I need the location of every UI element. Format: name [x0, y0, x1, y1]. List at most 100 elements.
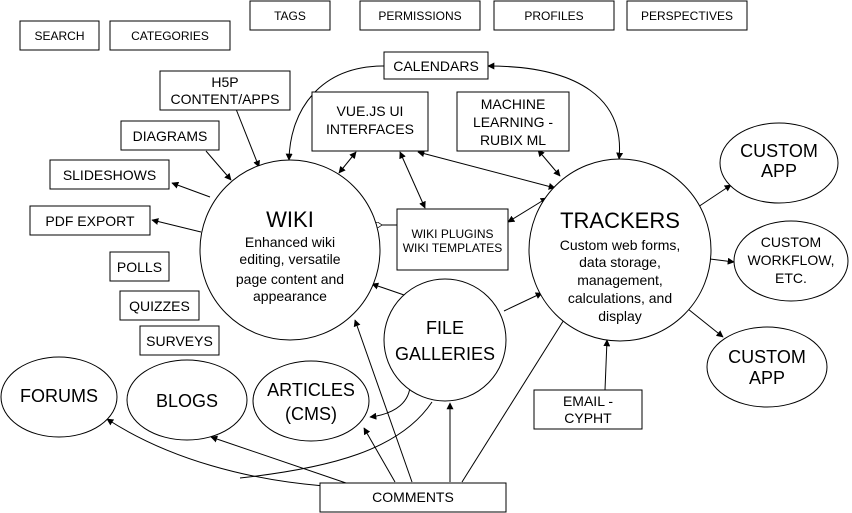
edge-files-trackers [503, 292, 543, 312]
node-trackers-desc-3: management, [577, 272, 663, 288]
node-surveys-label: SURVEYS [146, 333, 213, 349]
node-blogs-label: BLOGS [156, 391, 218, 411]
edge-comments-trackers [461, 314, 568, 483]
node-email-line-1: EMAIL - [563, 393, 613, 409]
node-h5p: H5P CONTENT/APPS [159, 70, 291, 111]
node-wiki-desc-2: editing, versatile [239, 251, 340, 267]
node-diagrams: DIAGRAMS [120, 120, 220, 151]
node-calendars: CALENDARS [383, 51, 489, 80]
node-forums: FORUMS [0, 356, 118, 438]
node-custom-app-top: CUSTOM APP [719, 122, 839, 204]
edge-diagrams-wiki [205, 150, 232, 181]
node-trackers-title: TRACKERS [560, 208, 680, 233]
node-calendars-label: CALENDARS [393, 58, 479, 74]
edge-h5p-wiki [235, 108, 260, 168]
node-custom-workflow-line-1: CUSTOM [761, 234, 821, 250]
node-permissions-label: PERMISSIONS [378, 9, 461, 23]
node-quizzes-label: QUIZZES [129, 298, 190, 314]
node-h5p-line-2: CONTENT/APPS [171, 91, 280, 107]
node-ml: MACHINE LEARNING - RUBIX ML [456, 91, 570, 152]
node-wiki: WIKI Enhanced wiki editing, versatile pa… [199, 159, 381, 341]
node-perspectives-label: PERSPECTIVES [641, 9, 733, 23]
node-profiles: PROFILES [493, 0, 615, 31]
node-ml-line-2: LEARNING - [473, 114, 553, 130]
node-articles-line-2: (CMS) [285, 404, 337, 424]
node-wiki-plugins-line-2: WIKI TEMPLATES [403, 241, 503, 255]
edge-comments-blogs [210, 435, 347, 484]
node-polls-label: POLLS [117, 259, 162, 275]
node-slideshows: SLIDESHOWS [49, 159, 170, 190]
edge-trackers-app-bottom [687, 308, 724, 338]
node-custom-app-top-line-1: CUSTOM [740, 141, 818, 161]
node-vue-line-2: INTERFACES [326, 121, 414, 137]
node-search-label: SEARCH [34, 29, 84, 43]
node-ml-line-1: MACHINE [481, 96, 546, 112]
edge-wiki-slideshows [171, 181, 211, 198]
node-wiki-desc-1: Enhanced wiki [245, 234, 335, 250]
node-custom-app-bottom: CUSTOM APP [706, 326, 828, 408]
node-polls: POLLS [109, 251, 170, 282]
node-categories: CATEGORIES [109, 20, 231, 51]
node-trackers-desc-2: data storage, [579, 254, 661, 270]
node-custom-workflow-line-3: ETC. [775, 270, 807, 286]
node-search: SEARCH [19, 20, 100, 51]
node-comments-label: COMMENTS [372, 489, 454, 505]
node-trackers: TRACKERS Custom web forms, data storage,… [528, 158, 712, 342]
edge-vue-plugins [399, 151, 426, 209]
edge-comments-wiki [353, 319, 413, 483]
node-articles-line-1: ARTICLES [267, 380, 355, 400]
edge-trackers-app-top [697, 184, 732, 208]
node-quizzes: QUIZZES [119, 290, 200, 321]
edge-vue-wiki [338, 151, 357, 174]
node-h5p-line-1: H5P [211, 74, 238, 90]
node-custom-app-bottom-line-2: APP [749, 368, 785, 388]
node-trackers-desc-1: Custom web forms, [560, 237, 681, 253]
edge-files-wiki [371, 282, 408, 297]
node-surveys: SURVEYS [139, 325, 220, 356]
node-blogs: BLOGS [126, 359, 248, 441]
node-vue-line-1: VUE.JS UI [337, 103, 404, 119]
node-email: EMAIL - CYPHT [533, 389, 643, 430]
node-file-galleries-line-1: FILE [426, 318, 464, 338]
node-comments: COMMENTS [319, 482, 507, 513]
edges [106, 62, 735, 487]
node-articles: ARTICLES (CMS) [252, 360, 370, 442]
edge-vue-trackers [417, 150, 556, 190]
node-custom-app-top-line-2: APP [761, 161, 797, 181]
node-wiki-plugins: WIKI PLUGINS WIKI TEMPLATES [396, 208, 509, 271]
node-trackers-desc-5: display [598, 308, 642, 324]
node-wiki-plugins-line-1: WIKI PLUGINS [411, 227, 493, 241]
edge-ml-trackers [537, 149, 561, 177]
node-tags-label: TAGS [274, 9, 306, 23]
edge-comments-forums [106, 418, 325, 487]
node-pdf-export: PDF EXPORT [29, 205, 151, 236]
edge-files-curve [239, 401, 433, 479]
node-ml-line-3: RUBIX ML [480, 132, 546, 148]
node-permissions: PERMISSIONS [359, 0, 481, 31]
node-vue: VUE.JS UI INTERFACES [311, 91, 429, 152]
node-categories-label: CATEGORIES [131, 29, 209, 43]
edge-plugins-trackers [507, 197, 548, 223]
node-custom-app-bottom-line-1: CUSTOM [728, 347, 806, 367]
edge-calendars-trackers [487, 62, 624, 160]
node-diagrams-label: DIAGRAMS [133, 128, 208, 144]
node-custom-workflow: CUSTOM WORKFLOW, ETC. [733, 220, 849, 302]
node-custom-workflow-line-2: WORKFLOW, [747, 252, 834, 268]
edge-trackers-workflow [709, 257, 735, 265]
node-wiki-desc-3: page content and [236, 271, 344, 287]
edge-email-trackers [603, 339, 611, 391]
node-file-galleries: FILE GALLERIES [383, 278, 507, 402]
node-forums-label: FORUMS [20, 386, 98, 406]
node-pdf-export-label: PDF EXPORT [45, 213, 135, 229]
node-wiki-desc-4: appearance [253, 288, 327, 304]
edge-comments-articles [363, 427, 396, 483]
node-trackers-desc-4: calculations, and [568, 290, 672, 306]
node-perspectives: PERSPECTIVES [626, 0, 748, 31]
node-file-galleries-line-2: GALLERIES [395, 344, 495, 364]
edge-wiki-pdf [151, 218, 202, 233]
node-wiki-title: WIKI [266, 207, 314, 232]
node-slideshows-label: SLIDESHOWS [63, 167, 156, 183]
node-tags: TAGS [249, 0, 331, 31]
node-profiles-label: PROFILES [524, 9, 583, 23]
